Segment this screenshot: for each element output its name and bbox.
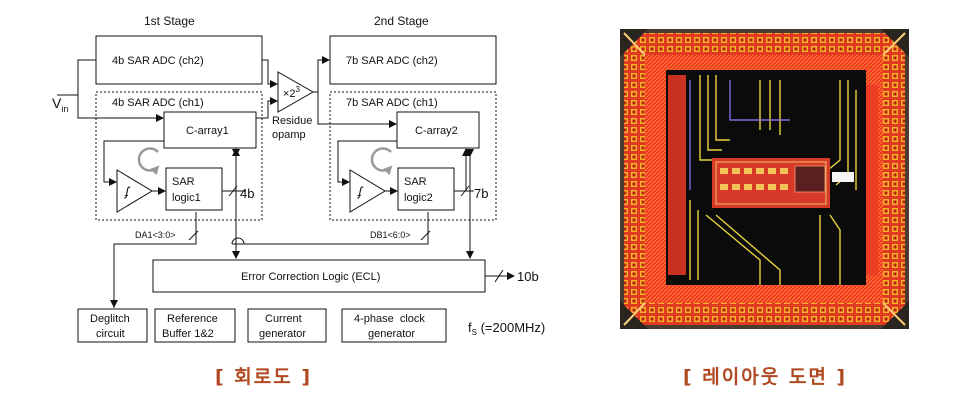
- sar1-label-1: SAR: [172, 176, 195, 188]
- out-bits-label: 10b: [517, 269, 539, 284]
- vin-main: V: [52, 95, 62, 111]
- current-box: [247, 308, 327, 343]
- residue-amp: [277, 71, 315, 113]
- amp-to-adc2ch2: [313, 56, 330, 93]
- comparator2-symbol: ʄ: [356, 184, 364, 199]
- loop2-arrow: [370, 147, 393, 176]
- fs-main: f: [468, 320, 472, 335]
- adc2-ch1-label: 7b SAR ADC (ch1): [346, 97, 438, 109]
- ecl-out-slash: [494, 269, 504, 283]
- fs-label: fS (=200MHz): [468, 320, 545, 337]
- comparator1-symbol: ʄ: [123, 184, 131, 199]
- current-label-2: generator: [259, 328, 306, 340]
- vin-wire: [57, 59, 150, 119]
- sar2-label-1: SAR: [404, 176, 427, 188]
- schematic: 1st Stage 2nd Stage 4b SAR ADC (ch2) 7b …: [52, 14, 545, 343]
- adc1ch2-to-amp: [262, 59, 278, 88]
- deglitch-label-1: Deglitch: [90, 313, 130, 325]
- carray1-to-comp1: [103, 140, 164, 186]
- deglitch-label-2: circuit: [96, 328, 125, 340]
- carray2-to-comp2: [337, 140, 397, 186]
- comparator2: [349, 169, 386, 213]
- clock-label-2: generator: [368, 328, 415, 340]
- amp-to-carray2: [317, 92, 397, 128]
- deglitch-box: [77, 308, 148, 343]
- carray2-box: [396, 111, 480, 149]
- current-label-1: Current: [265, 313, 302, 325]
- db1-slash: [420, 230, 431, 241]
- da1-bus: [113, 212, 197, 308]
- refbuf-label-2: Buffer 1&2: [162, 328, 214, 340]
- residue-label-2: opamp: [272, 129, 306, 141]
- adc1-ch2-label: 4b SAR ADC (ch2): [112, 55, 204, 67]
- carray1-to-amp: [256, 97, 278, 119]
- sar2-label-2: logic2: [404, 192, 433, 204]
- sar1-box: [165, 167, 223, 211]
- fs-sub: S: [472, 328, 477, 337]
- ecl-label: Error Correction Logic (ECL): [241, 271, 380, 283]
- caption-schematic: [ 회로도 ]: [215, 366, 313, 388]
- carray1-box: [163, 111, 257, 149]
- refbuf-box: [154, 308, 236, 343]
- adc2-ch1-box: [329, 91, 497, 221]
- chip-layout-image: [620, 29, 909, 329]
- adc2-ch2-box: [329, 35, 497, 85]
- sar1-label-2: logic1: [172, 192, 201, 204]
- loop1-arrow: [137, 147, 160, 176]
- refbuf-label-1: Reference: [167, 313, 218, 325]
- vin-sub: in: [61, 104, 68, 114]
- clock-label-1: 4-phase clock: [354, 313, 425, 325]
- da1-slash: [188, 230, 199, 241]
- bits1-label: 4b: [240, 186, 254, 201]
- adc2-ch2-label: 7b SAR ADC (ch2): [346, 55, 438, 67]
- carray1-label: C-array1: [186, 125, 229, 137]
- carray2-label: C-array2: [415, 125, 458, 137]
- comparator1: [116, 169, 153, 213]
- db1-bus: [232, 212, 429, 245]
- stage2-title: 2nd Stage: [374, 14, 429, 28]
- db1-jumper: [231, 237, 245, 245]
- sar2-box: [397, 167, 455, 211]
- bits2-label: 7b: [474, 186, 488, 201]
- amp-gain-exp: 3: [296, 85, 301, 94]
- clock-box: [341, 308, 447, 343]
- stage1-title: 1st Stage: [144, 14, 195, 28]
- adc1-ch1-box: [95, 91, 263, 221]
- vin-label: Vin: [52, 95, 68, 114]
- residue-label-1: Residue: [272, 115, 312, 127]
- amp-gain-base: ×2: [283, 88, 296, 100]
- caption-layout: [ 레이아웃 도면 ]: [683, 366, 848, 388]
- db1-label: DB1<6:0>: [370, 230, 411, 240]
- adc1-ch1-label: 4b SAR ADC (ch1): [112, 97, 204, 109]
- amp-gain: ×23: [283, 85, 301, 100]
- da1-label: DA1<3:0>: [135, 230, 176, 240]
- fs-value: (=200MHz): [477, 320, 545, 335]
